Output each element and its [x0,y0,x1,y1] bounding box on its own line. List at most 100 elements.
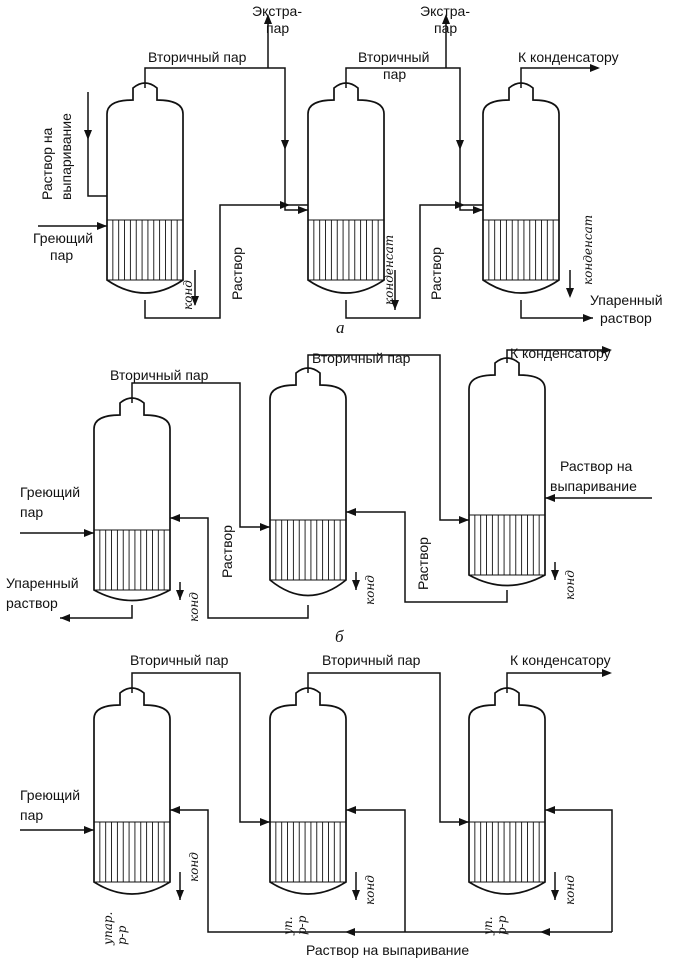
flow-arrow-icon [391,300,399,310]
secondary-steam-label-a1: Вторичный пар [148,49,247,65]
heating-chamber-tubes [94,821,170,883]
flow-arrow-icon [545,494,555,502]
secondary-steam-label-b2: Вторичный пар [312,350,411,366]
condensate-label-a3: конденсат [581,215,595,285]
evaporator-c1 [93,687,171,895]
heating-steam-label-b2: пар [20,504,43,520]
evap-label-c1b: р-р [115,925,129,945]
evaporator-b2 [269,367,347,597]
flow-arrow-icon [545,806,555,814]
flow-arrow-icon [97,222,107,230]
evap-label-c3b: р-р [495,915,509,935]
secondary-steam-label-b1: Вторичный пар [110,367,209,383]
to-condenser-label-b: К конденсатору [510,345,611,361]
to-condenser-label-c: К конденсатору [510,652,611,668]
flow-arrow-icon [345,928,355,936]
flow-arrow-icon [281,140,289,150]
flow-arrow-icon [176,590,184,600]
heating-chamber-tubes [94,529,170,591]
solution-label-b2: Раствор [415,537,431,590]
to-condenser-label-a: К конденсатору [518,49,619,65]
extra-steam-label-a1b: пар [266,20,289,36]
condensate-label-c3: конд [563,875,577,905]
flow-arrow-icon [459,818,469,826]
evaporator-c2 [269,687,347,895]
evaporator-a2 [307,82,385,294]
flow-arrow-icon [346,508,356,516]
flow-arrow-icon [602,669,612,677]
flow-arrow-icon [170,514,180,522]
secondary-steam-line-b1 [131,382,270,528]
flow-arrow-icon [459,516,469,524]
heating-steam-label-a: Греющий [33,230,93,246]
heating-steam-label-c: Греющий [20,787,80,803]
flow-arrow-icon [566,288,574,298]
secondary-steam-label-a2: Вторичный [358,49,429,65]
feed-label-a: Раствор на [39,127,55,200]
flow-arrow-icon [602,346,612,354]
flow-arrow-icon [442,14,450,24]
evap-label-c1: упар. [101,912,115,946]
feed-label-b: Раствор на [560,458,633,474]
flow-arrow-icon [191,296,199,306]
heating-chamber-tubes [270,821,346,883]
flow-arrow-icon [551,570,559,580]
evaporated-solution-line-b [60,605,133,619]
flow-arrow-icon [260,818,270,826]
evaporated-label-a2: раствор [600,310,652,326]
to-condenser-line-c [506,672,610,693]
solution-line-a23 [345,204,483,319]
flow-arrow-icon [176,890,184,900]
to-condenser-line-b [506,349,610,363]
flow-arrow-icon [551,890,559,900]
extra-steam-label-a2: Экстра- [420,3,470,19]
evap-label-c3: уп. [481,916,495,936]
feed-line-c2 [346,809,406,932]
flow-arrow-icon [590,64,600,72]
secondary-steam-line-b2 [307,354,469,521]
to-condenser-line-a [520,67,598,88]
flow-arrow-icon [264,14,272,24]
extra-steam-label-a1: Экстра- [252,3,302,19]
secondary-steam-line-a1 [144,67,308,211]
flow-arrow-icon [298,206,308,214]
flow-arrow-icon [346,806,356,814]
evaporated-solution-line-a [520,300,593,319]
condensate-label-c2: конд [363,875,377,905]
evaporator-a3 [482,82,560,294]
evaporator-b3 [468,357,546,587]
feed-label-b2: выпаривание [550,478,637,494]
secondary-steam-label-c1: Вторичный пар [130,652,229,668]
secondary-steam-label-c2: Вторичный пар [322,652,421,668]
heating-chamber-tubes [469,821,545,883]
secondary-steam-line-a2 [345,67,483,211]
solution-label-a1: Раствор [229,247,245,300]
flow-arrow-icon [280,201,290,209]
feed-label-c: Раствор на выпаривание [306,942,469,958]
condensate-label-a1: конд [181,280,195,310]
feed-line-a [87,92,107,197]
evaporated-label-a: Упаренный [590,292,663,308]
heating-chamber-tubes [270,519,346,581]
solution-line-b32 [346,511,508,603]
secondary-steam-line-c2 [307,672,469,823]
condensate-label-b2: конд [363,575,377,605]
flow-arrow-icon [84,826,94,834]
flow-arrow-icon [352,580,360,590]
flow-arrow-icon [60,614,70,622]
evaporator-a1 [106,82,184,294]
condensate-label-b3: конд [563,570,577,600]
flow-arrow-icon [583,314,593,322]
heating-chamber-tubes [483,219,559,281]
feed-line-c1 [170,809,612,933]
caption-a: а [336,318,345,337]
evaporator-b1 [93,397,171,602]
evaporated-label-b: Упаренный [6,575,79,591]
feed-label-a2: выпаривание [58,113,74,200]
secondary-steam-line-c1 [131,672,270,823]
condensate-label-b1: конд [187,592,201,622]
condensate-label-c1: конд [187,852,201,882]
extra-steam-label-a2b: пар [434,20,457,36]
flow-arrow-icon [540,928,550,936]
